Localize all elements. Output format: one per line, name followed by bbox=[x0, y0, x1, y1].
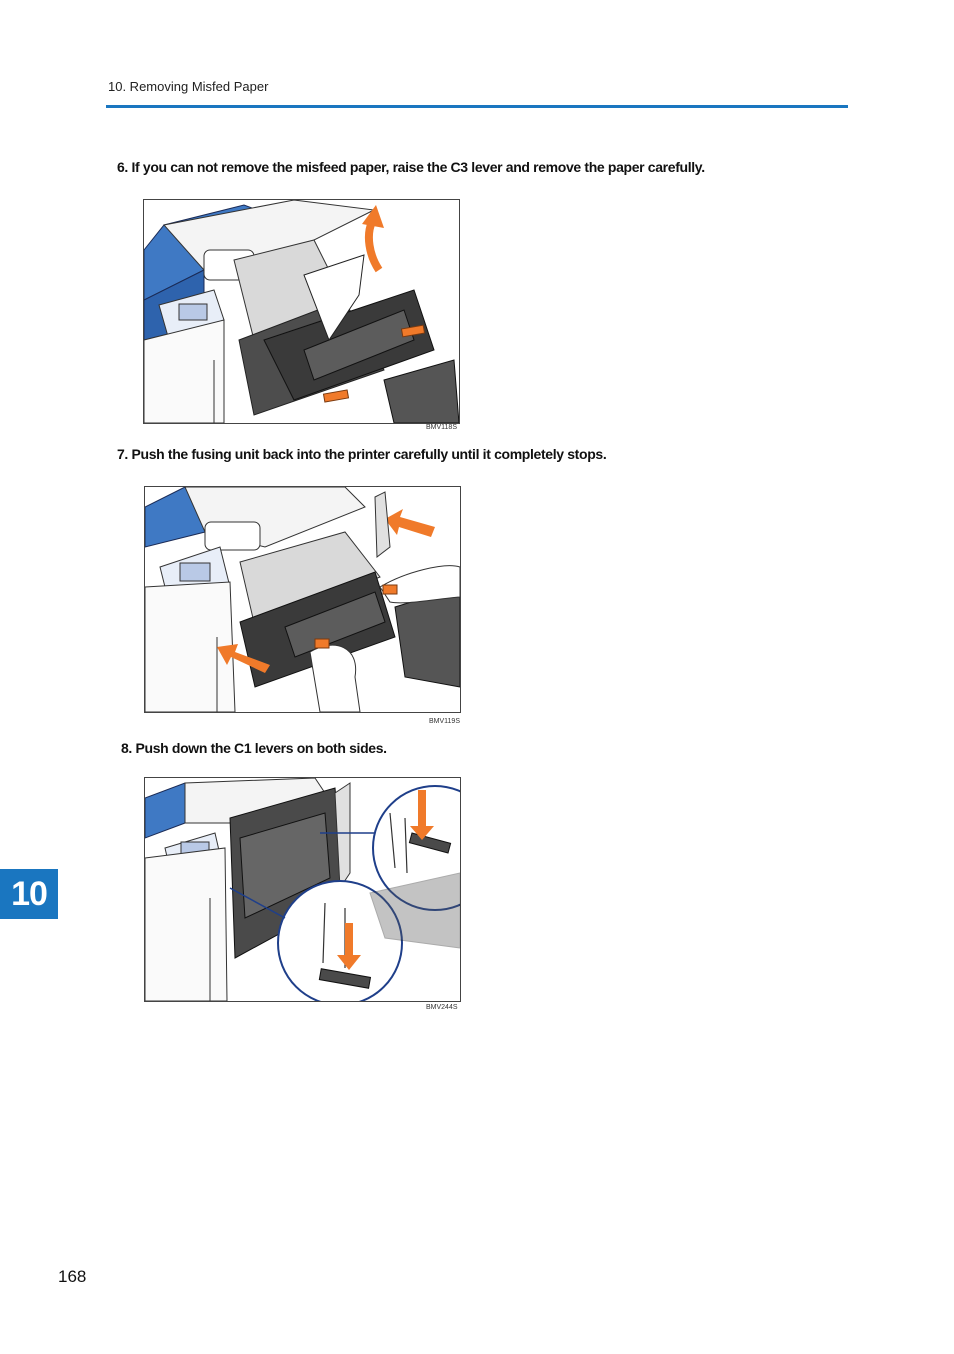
header-rule bbox=[106, 105, 848, 108]
step-7-instruction: 7. Push the fusing unit back into the pr… bbox=[117, 446, 607, 462]
illustration-fusing-unit-push bbox=[145, 487, 460, 712]
figure-push-c1-levers bbox=[144, 777, 461, 1002]
figure-code: BMV244S bbox=[426, 1004, 458, 1011]
step-6-instruction: 6. If you can not remove the misfeed pap… bbox=[117, 159, 705, 175]
section-title: 10. Removing Misfed Paper bbox=[108, 79, 269, 94]
chapter-tab[interactable]: 10 bbox=[0, 869, 58, 919]
figure-raise-c3-lever bbox=[143, 199, 460, 424]
illustration-c1-levers bbox=[145, 778, 460, 1001]
page-number: 168 bbox=[58, 1267, 87, 1286]
step-8-instruction: 8. Push down the C1 levers on both sides… bbox=[121, 740, 387, 756]
figure-push-fusing-unit bbox=[144, 486, 461, 713]
figure-code: BMV119S bbox=[429, 718, 460, 725]
figure-code: BMV118S bbox=[426, 424, 457, 431]
illustration-c3-lever bbox=[144, 200, 459, 423]
